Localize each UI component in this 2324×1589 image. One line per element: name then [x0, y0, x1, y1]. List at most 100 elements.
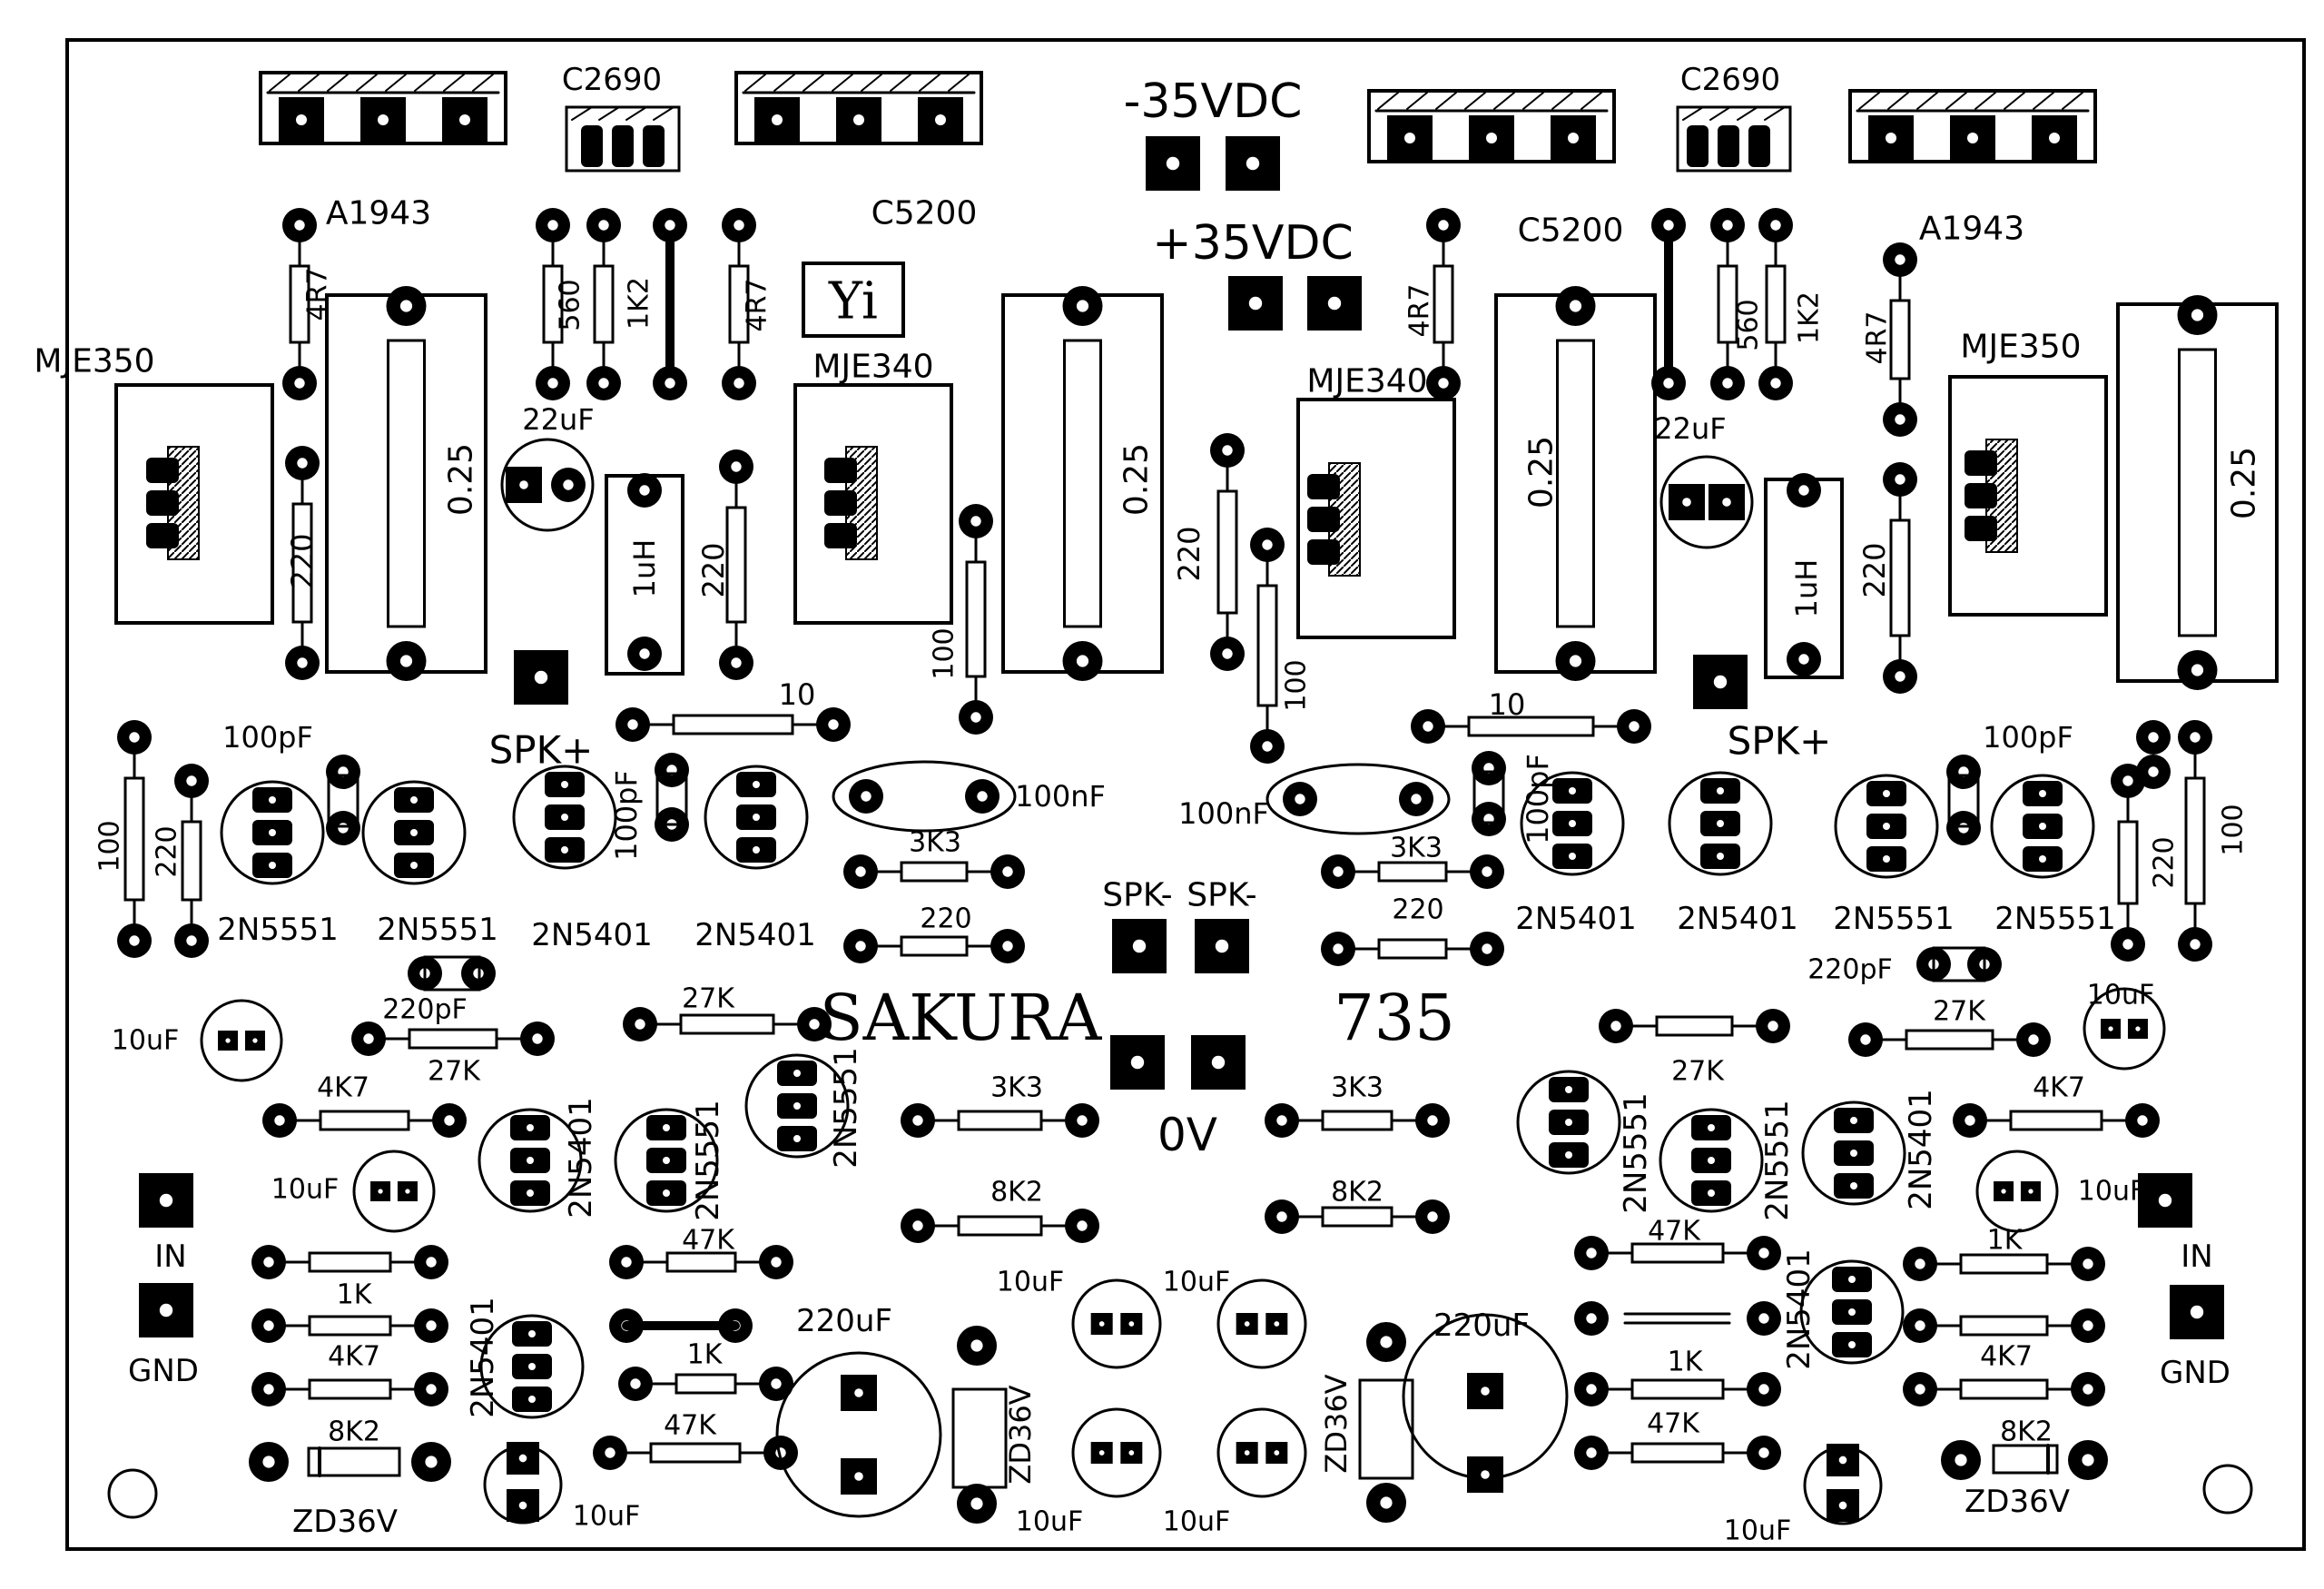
left-4r7-label: 4R7 — [302, 267, 334, 321]
pad-hole — [426, 1384, 437, 1395]
right-100a-label: 100 — [1281, 659, 1313, 711]
right-emit-a-body — [1494, 293, 1657, 674]
pad-hole — [528, 1396, 536, 1403]
pad-hole — [1798, 654, 1809, 665]
pad-hole — [1077, 1115, 1088, 1126]
left-mje340-body — [793, 383, 953, 625]
right-4r7a-label: 4R7 — [1404, 283, 1436, 337]
pad-hole — [1276, 1211, 1287, 1222]
pad-hole — [2039, 823, 2046, 830]
hatch — [1682, 106, 1704, 121]
pad-hole — [1486, 133, 1497, 143]
pad-hole — [2082, 1454, 2094, 1466]
pad-hole — [2135, 1026, 2141, 1031]
right-2n5551a-label: 2N5551 — [1833, 901, 1955, 937]
hatch — [1764, 106, 1786, 121]
left-r47ka — [665, 1251, 737, 1273]
right-mje340-body — [1296, 398, 1456, 639]
right-c5200-hatch — [1493, 92, 1515, 110]
pad-hole — [274, 1115, 285, 1126]
left-10-label: 10 — [779, 677, 816, 712]
right-c5200-hatch — [1406, 92, 1428, 110]
left-220pf-label: 220pF — [382, 994, 468, 1026]
right-22uf-label: 22uF — [1654, 411, 1726, 446]
right-220a-label: 220 — [1857, 542, 1892, 597]
pad-hole — [1076, 300, 1089, 312]
pad-hole — [1482, 943, 1492, 954]
right-r1k2 — [1765, 264, 1787, 344]
pad-hole — [2190, 1305, 2204, 1319]
left-zd36v — [307, 1446, 401, 1477]
left-220d-label: 220 — [920, 903, 971, 935]
left-100b-label: 100 — [94, 820, 126, 872]
right-c5200-left-hatch — [803, 74, 824, 92]
pad-hole — [2083, 1258, 2093, 1269]
hatch — [653, 106, 675, 121]
left-r100b — [123, 776, 145, 902]
left-2n5551d-label: 2N5551 — [828, 1047, 864, 1169]
right-a1943-hatch — [1974, 92, 1996, 110]
mid-10uf-a-outline — [1071, 1278, 1162, 1369]
pad-hole — [793, 1102, 801, 1110]
left-a1943-hatch — [414, 74, 436, 92]
left-2n5551c-outline — [614, 1108, 719, 1213]
pad-hole — [2191, 664, 2204, 676]
right-zd36v-label: ZD36V — [1965, 1484, 2070, 1520]
right-100nf-label: 100nF — [1178, 796, 1269, 831]
pad-hole — [793, 1070, 801, 1077]
pad-hole — [1128, 1450, 1135, 1456]
left-mount-hole — [107, 1468, 158, 1519]
pad-hole — [263, 1257, 274, 1268]
pad-hole — [1848, 1308, 1856, 1316]
right-1ka-label: 1K — [1987, 1225, 2024, 1257]
pad-hole — [1586, 1384, 1597, 1395]
left-gnd-label: GND — [128, 1353, 199, 1389]
right-c5200-left-hatch — [832, 74, 853, 92]
pad-hole — [1222, 648, 1233, 659]
pad-hole — [1586, 1447, 1597, 1458]
pad-hole — [294, 378, 305, 389]
pad-hole — [1427, 1115, 1438, 1126]
pad-hole — [2083, 1320, 2093, 1331]
left-47ka-label: 47K — [682, 1225, 735, 1257]
c2690-pin — [612, 125, 634, 167]
pad-hole — [563, 479, 574, 490]
pad-hole — [1128, 1321, 1135, 1327]
pad-hole — [854, 1388, 863, 1397]
pad-hole — [186, 775, 197, 786]
right-10uf-a-outline — [2083, 987, 2166, 1071]
pad-hole — [861, 791, 872, 802]
pad-hole — [1717, 820, 1724, 827]
right-emit-b-core — [2178, 348, 2217, 637]
right-a1943-hatch — [1858, 92, 1880, 110]
left-100pf-b-label: 100pF — [609, 770, 644, 861]
right-r220a — [1889, 518, 1911, 637]
right-2n5401a-outline — [1520, 771, 1625, 876]
right-r47ka — [1630, 1242, 1725, 1264]
right-025b-label: 0.25 — [2226, 447, 2263, 519]
pad-hole — [734, 378, 744, 389]
left-3k3a-label: 3K3 — [909, 827, 961, 859]
left-10uf-a-outline — [200, 999, 283, 1082]
pad-hole — [1955, 1454, 1967, 1466]
pad-hole — [1166, 156, 1180, 171]
left-r3k3b — [957, 1110, 1043, 1131]
pad-hole — [519, 480, 528, 489]
pad-hole — [731, 461, 742, 472]
right-10ufc-label: 10uF — [1724, 1515, 1791, 1547]
right-c5200-left-body — [734, 71, 983, 145]
left-10uf-b-outline — [352, 1150, 436, 1233]
components-layer — [65, 38, 2306, 1551]
right-220pf-label: 220pF — [1807, 954, 1893, 986]
left-r27ka — [408, 1028, 498, 1050]
right-a1943-hatch — [1916, 92, 1938, 110]
left-220uf-label: 220uF — [796, 1303, 892, 1339]
right-4k7a-label: 4K7 — [2033, 1072, 2085, 1104]
pad-hole — [263, 1320, 274, 1331]
left-2n5401c-label: 2N5401 — [563, 1097, 599, 1219]
pad-hole — [1246, 156, 1260, 171]
pad-hole — [621, 1257, 632, 1268]
pad-hole — [269, 829, 276, 836]
right-r4k7c — [1959, 1378, 2049, 1400]
left-2n5551a-label: 2N5551 — [217, 912, 339, 948]
